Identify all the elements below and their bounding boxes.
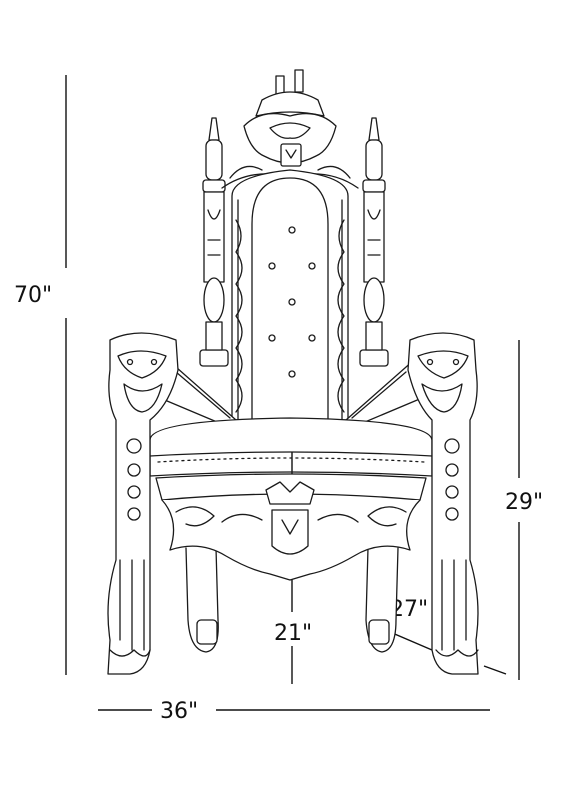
depth-dimension-line-a — [389, 631, 433, 651]
right-lion-leg — [407, 332, 479, 675]
tuft-button — [288, 298, 296, 306]
apron-shield-icon — [271, 509, 309, 555]
tuft-button — [268, 334, 276, 342]
throne-chair — [107, 69, 479, 675]
right-back-post — [359, 117, 389, 367]
tuft-button — [308, 262, 316, 270]
crest-shield-icon — [280, 143, 302, 167]
tuft-button — [288, 226, 296, 234]
depth-dimension-line-b — [483, 665, 507, 675]
seat-cushion — [149, 417, 433, 477]
tuft-button — [308, 334, 316, 342]
tuft-button — [288, 370, 296, 378]
seat-height-label: 29" — [505, 490, 543, 515]
seat-width-label: 21" — [274, 621, 312, 646]
tuft-button — [268, 262, 276, 270]
height-label: 70" — [14, 283, 52, 308]
back-legs — [185, 547, 399, 653]
width-label: 36" — [160, 699, 198, 724]
front-apron — [155, 473, 427, 581]
back-cushion — [251, 177, 329, 421]
crown-crest — [221, 69, 359, 189]
left-lion-leg — [107, 332, 179, 675]
left-back-post — [199, 117, 229, 367]
